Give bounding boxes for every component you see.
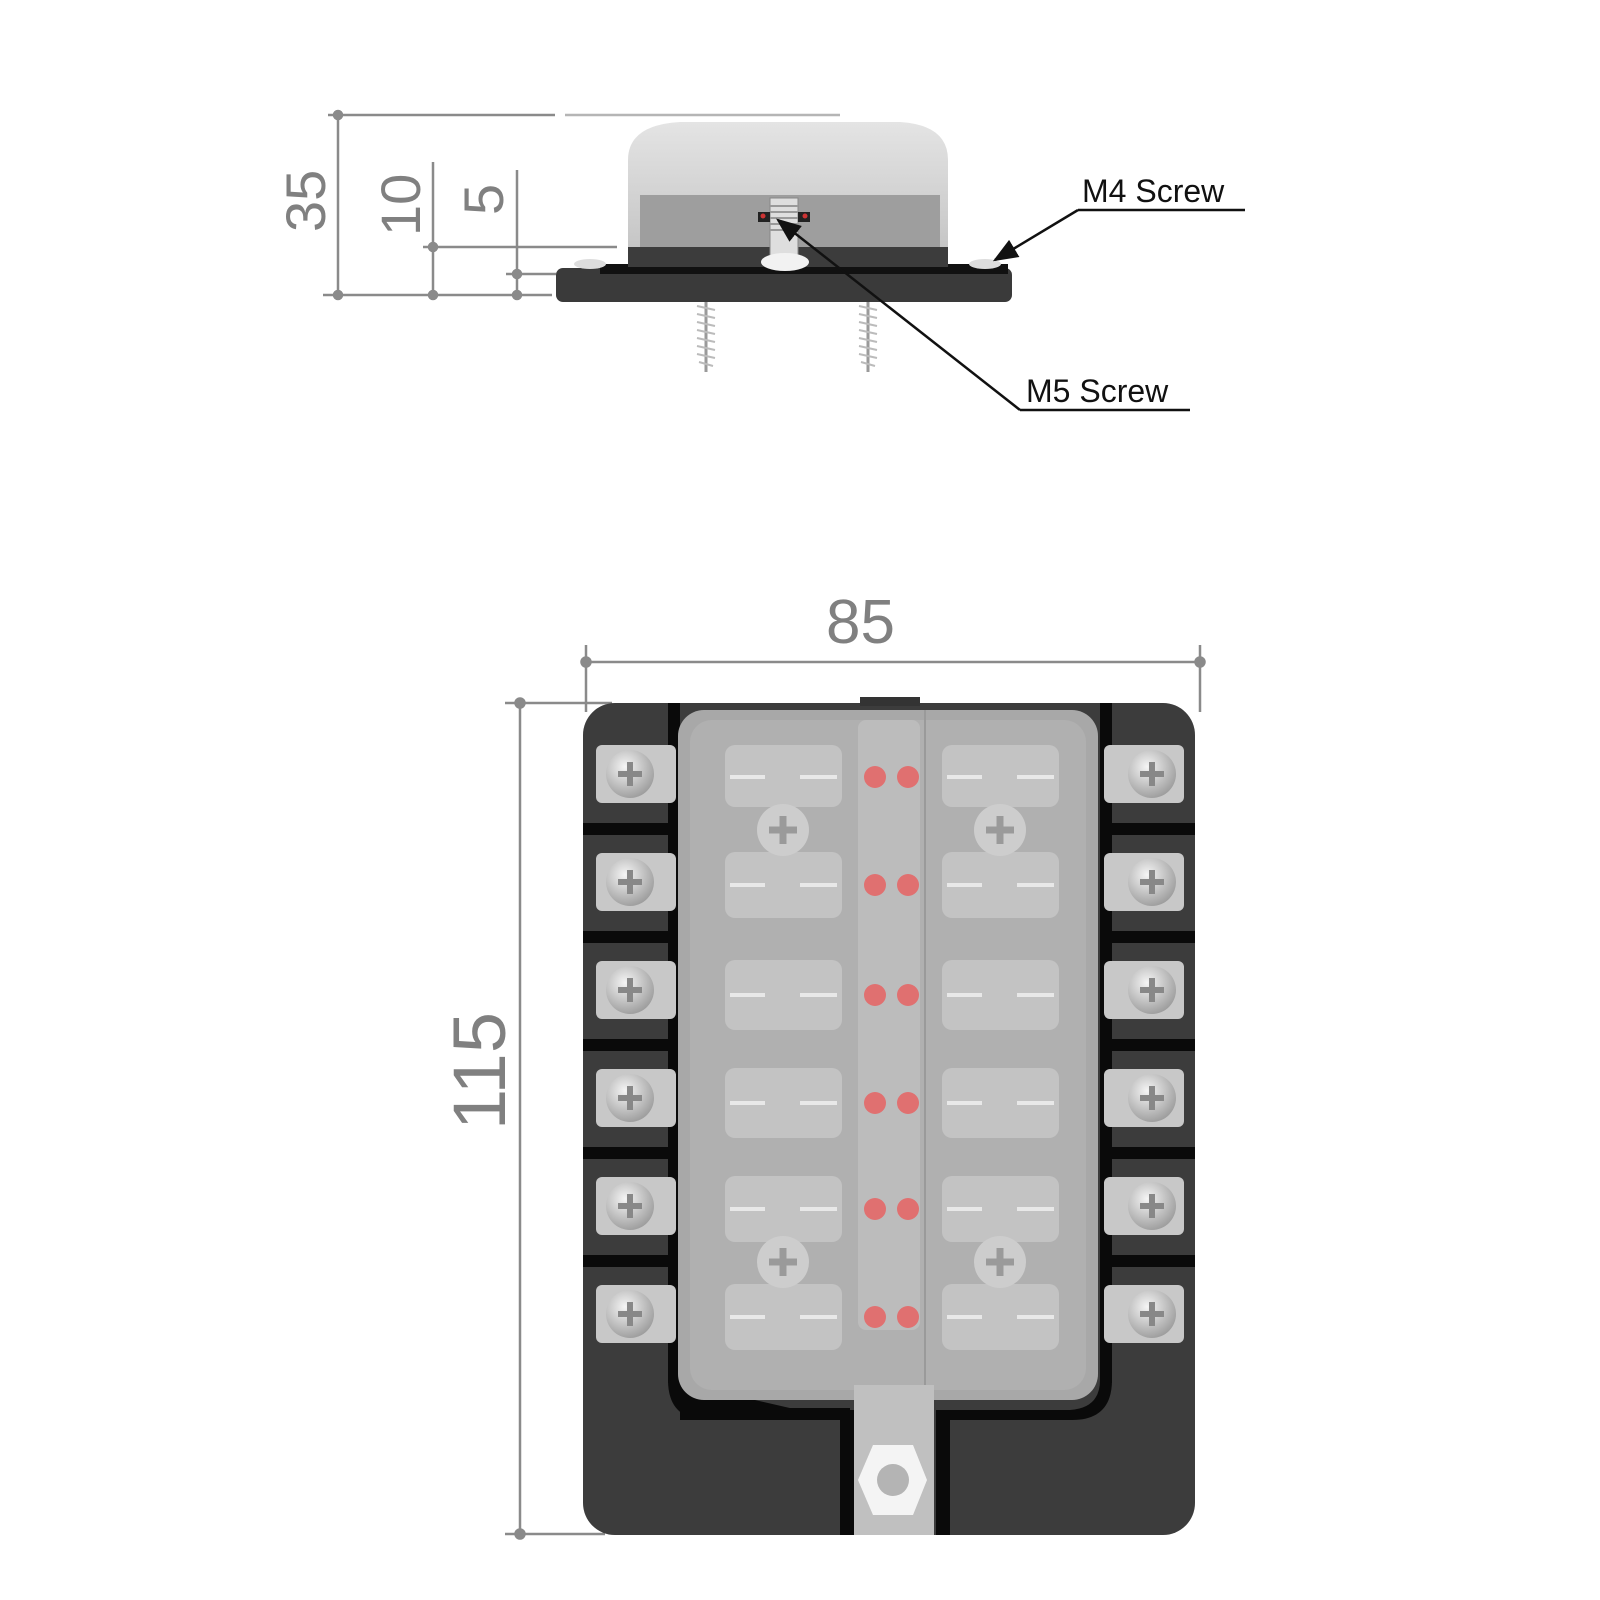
fuse-row-6: [725, 1284, 1059, 1350]
terminal-right-1: [1104, 745, 1184, 803]
cover-screws: [757, 804, 1026, 1288]
terminal-right-6: [1104, 1285, 1184, 1343]
dim-35-label: 35: [274, 170, 337, 232]
side-base: [556, 268, 1012, 302]
terminal-right-4: [1104, 1069, 1184, 1127]
terminal-left-3: [596, 961, 676, 1019]
height-dimension: [505, 697, 612, 1540]
dim-10-label: 10: [369, 174, 432, 236]
fuse-row-5: [725, 1176, 1059, 1242]
cover-screw-tl: [757, 804, 809, 856]
side-dimension-lines: [323, 109, 840, 301]
m4-screw-label: M4 Screw: [1082, 173, 1225, 209]
fuse-row-3: [725, 960, 1059, 1030]
terminal-separators: [583, 703, 1195, 1535]
terminal-left-6: [596, 1285, 676, 1343]
width-85-label: 85: [826, 588, 895, 657]
cover-screw-br: [974, 1236, 1026, 1288]
led-indicators: [864, 766, 919, 1328]
top-view: 85 115: [438, 588, 1206, 1540]
bus-bar-terminal: [854, 1385, 934, 1535]
fuse-blades: [730, 775, 1054, 1319]
dim-5-label: 5: [452, 184, 515, 215]
cover-center-strip: [858, 720, 920, 1330]
m4-callout: M4 Screw: [992, 173, 1245, 262]
terminals-left: [596, 745, 676, 1343]
fuse-row-4: [725, 1068, 1059, 1138]
mounting-screw-right: [858, 300, 878, 372]
fuse-row-2: [725, 852, 1059, 918]
side-view: 35 10 5 M4 Screw: [274, 109, 1245, 412]
terminal-right-5: [1104, 1177, 1184, 1235]
cover-screw-bl: [757, 1236, 809, 1288]
terminal-left-5: [596, 1177, 676, 1235]
fuse-slots: [725, 745, 1059, 1350]
m4-screw-head-left: [574, 259, 606, 269]
terminal-right-3: [1104, 961, 1184, 1019]
terminal-left-1: [596, 745, 676, 803]
fuse-row-1: [725, 745, 1059, 807]
m4-screw-head-right: [969, 259, 1001, 269]
mounting-screw-left: [696, 300, 716, 372]
cover-screw-tr: [974, 804, 1026, 856]
terminals-right: [1104, 745, 1184, 1343]
m5-screw-label: M5 Screw: [1026, 373, 1169, 409]
cover-tab: [860, 697, 920, 706]
terminal-left-2: [596, 853, 676, 911]
terminal-left-4: [596, 1069, 676, 1127]
height-115-label: 115: [438, 1012, 521, 1130]
m5-callout: M5 Screw: [776, 218, 1190, 412]
terminal-right-2: [1104, 853, 1184, 911]
width-dimension: [580, 645, 1206, 712]
